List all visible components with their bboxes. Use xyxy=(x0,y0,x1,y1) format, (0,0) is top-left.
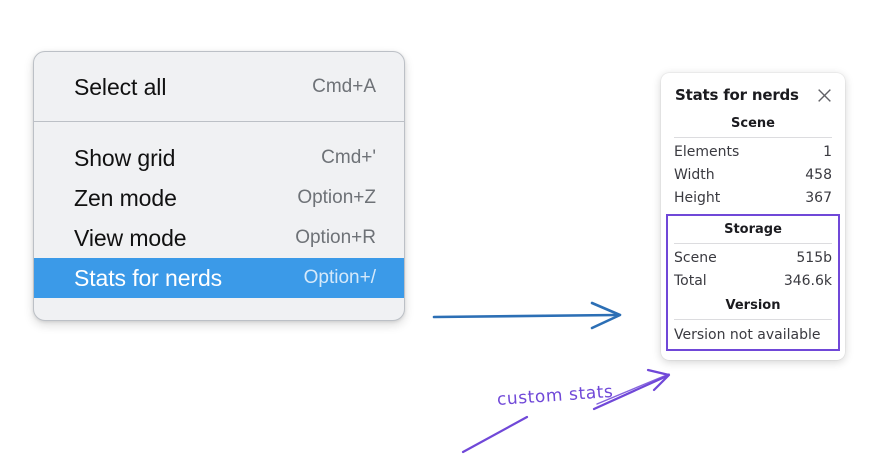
stat-row-elements: Elements 1 xyxy=(674,140,832,163)
annotation-label-custom-stats: custom stats xyxy=(496,381,615,410)
stat-row-height: Height 367 xyxy=(674,186,832,209)
stat-value: 367 xyxy=(805,190,832,206)
menu-item-stats-for-nerds[interactable]: Stats for nerds Option+/ xyxy=(34,258,404,298)
section-divider xyxy=(674,243,832,244)
menu-item-view-mode[interactable]: View mode Option+R xyxy=(34,218,404,258)
menu-item-select-all[interactable]: Select all Cmd+A xyxy=(34,67,404,107)
stats-for-nerds-panel: Stats for nerds Scene Elements 1 Width 4… xyxy=(661,73,845,360)
stat-row-storage-total: Total 346.6k xyxy=(674,269,832,292)
menu-item-zen-mode[interactable]: Zen mode Option+Z xyxy=(34,178,404,218)
stat-value: 458 xyxy=(805,167,832,183)
context-menu[interactable]: Select all Cmd+A Show grid Cmd+' Zen mod… xyxy=(33,51,405,321)
close-icon[interactable] xyxy=(816,87,833,104)
menu-item-shortcut: Option+/ xyxy=(303,267,376,288)
stat-key: Total xyxy=(674,273,707,289)
menu-item-label: Stats for nerds xyxy=(74,264,223,291)
menu-item-label: Show grid xyxy=(74,144,176,171)
blue-arrow-icon xyxy=(432,301,622,330)
menu-item-label: Select all xyxy=(74,73,167,100)
section-divider xyxy=(674,319,832,320)
menu-item-show-grid[interactable]: Show grid Cmd+' xyxy=(34,138,404,178)
section-heading-version: Version xyxy=(725,298,781,313)
panel-body: Scene Elements 1 Width 458 Height 367 St… xyxy=(661,104,845,351)
stat-row-width: Width 458 xyxy=(674,163,832,186)
stat-value: 1 xyxy=(823,144,832,160)
section-heading-scene: Scene xyxy=(731,116,775,131)
menu-item-shortcut: Option+R xyxy=(295,227,376,248)
menu-item-label: View mode xyxy=(74,224,187,251)
menu-item-shortcut: Option+Z xyxy=(297,187,376,208)
panel-title: Stats for nerds xyxy=(675,86,799,104)
menu-item-shortcut: Cmd+' xyxy=(321,147,376,168)
stat-key: Elements xyxy=(674,144,740,160)
stat-value: 346.6k xyxy=(783,273,832,289)
version-text: Version not available xyxy=(674,327,821,343)
section-divider xyxy=(674,137,832,138)
stat-key: Width xyxy=(674,167,715,183)
custom-stats-highlight-box: Storage Scene 515b Total 346.6k Version … xyxy=(666,214,840,351)
menu-item-shortcut: Cmd+A xyxy=(312,76,376,97)
section-heading-storage: Storage xyxy=(724,222,782,237)
menu-group-1: Select all Cmd+A xyxy=(34,52,404,121)
stat-key: Scene xyxy=(674,250,717,266)
panel-header: Stats for nerds xyxy=(661,83,845,104)
stat-row-storage-scene: Scene 515b xyxy=(674,246,832,269)
menu-footer-spacer xyxy=(34,298,404,320)
stat-key: Height xyxy=(674,190,721,206)
menu-separator xyxy=(34,121,404,122)
purple-underline-stroke xyxy=(461,415,529,454)
menu-group-2: Show grid Cmd+' Zen mode Option+Z View m… xyxy=(34,122,404,320)
stat-value: 515b xyxy=(796,250,832,266)
menu-item-label: Zen mode xyxy=(74,184,177,211)
